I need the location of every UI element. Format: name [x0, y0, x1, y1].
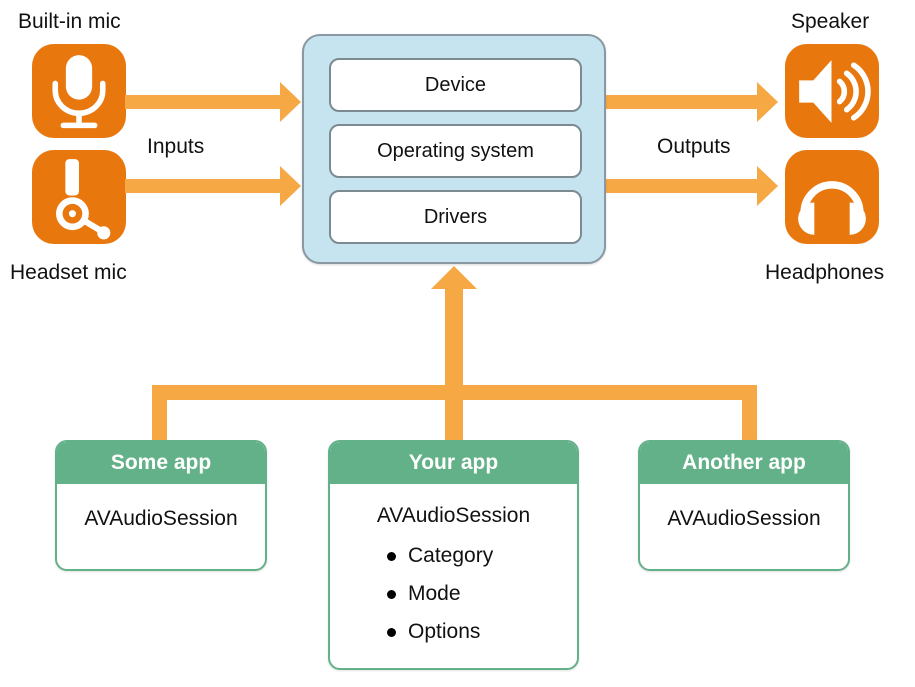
session-arrow-shaft [445, 288, 463, 443]
headphones-label: Headphones [765, 261, 885, 284]
app-card-some-app: Some app AVAudioSession [55, 440, 267, 571]
input-arrow-builtin-shaft [125, 95, 282, 109]
app-card-class: AVAudioSession [84, 507, 238, 530]
mic-icon [32, 44, 126, 138]
input-arrow-headset-head [280, 166, 301, 206]
layer-drivers: Drivers [329, 190, 582, 244]
bullet-icon [387, 627, 396, 637]
input-arrow-builtin-head [280, 82, 301, 122]
headphones-icon [785, 150, 879, 244]
app-card-your-app: Your app AVAudioSession Category Mode Op… [328, 440, 579, 670]
built-in-mic-label: Built-in mic [18, 10, 121, 33]
app-card-title: Some app [57, 442, 265, 484]
outputs-label: Outputs [657, 135, 731, 158]
speaker-icon [785, 44, 879, 138]
headset-mic-icon [32, 150, 126, 244]
bullet-label: Mode [408, 582, 461, 605]
layer-device: Device [329, 58, 582, 112]
output-arrow-headphones-head [757, 166, 778, 206]
bullet-label: Options [408, 620, 481, 643]
app-card-class: AVAudioSession [376, 504, 531, 527]
app-card-bullet-list: Category Mode Options [330, 544, 577, 644]
output-arrow-speaker-head [757, 82, 778, 122]
layer-operating-system: Operating system [329, 124, 582, 178]
bullet-label: Category [408, 544, 494, 567]
app-card-another-app: Another app AVAudioSession [638, 440, 850, 571]
input-arrow-headset-shaft [125, 179, 282, 193]
inputs-label: Inputs [147, 135, 205, 158]
output-arrow-headphones-shaft [606, 179, 758, 193]
bullet-icon [387, 589, 396, 599]
bullet-item: Category [387, 544, 577, 568]
app-card-title: Another app [640, 442, 848, 484]
bullet-icon [387, 551, 396, 561]
session-arrow-head [431, 266, 477, 289]
headset-mic-label: Headset mic [10, 261, 127, 284]
system-panel: Device Operating system Drivers [302, 34, 606, 264]
app-card-class: AVAudioSession [667, 507, 821, 530]
output-arrow-speaker-shaft [606, 95, 758, 109]
bullet-item: Options [387, 620, 577, 644]
apps-connector-left-stub [152, 385, 167, 441]
apps-connector-right-stub [742, 385, 757, 441]
bullet-item: Mode [387, 582, 577, 606]
speaker-label: Speaker [791, 10, 870, 33]
app-card-title: Your app [330, 442, 577, 484]
